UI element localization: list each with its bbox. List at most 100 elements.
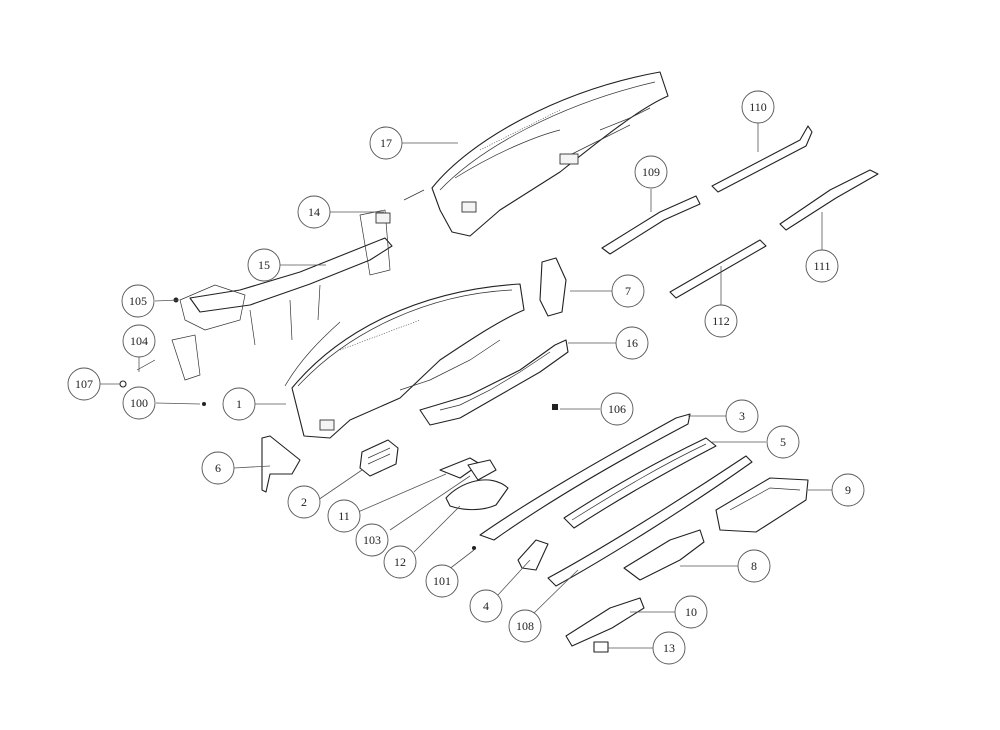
callout-number: 112 (712, 314, 730, 328)
part-4-small-trim (517, 539, 549, 571)
callout-circle (67, 367, 101, 401)
part-8-lower-bracket (623, 529, 705, 581)
part-10-lower-cover (565, 597, 645, 647)
callout-number: 4 (483, 599, 489, 613)
callout-circle (297, 195, 331, 229)
callout-circle (122, 386, 156, 420)
callout-circle (327, 499, 361, 533)
part-6-side-panel (261, 435, 301, 493)
callout-circle (355, 523, 389, 557)
callout-109: 109 (634, 155, 668, 189)
callout-circle (766, 425, 800, 459)
part-2-vent-assembly (359, 439, 399, 477)
callout-4: 4 (469, 589, 503, 623)
callout-number: 101 (433, 574, 451, 588)
callout-number: 100 (130, 396, 148, 410)
part-103-trim (467, 459, 497, 481)
callout-13: 13 (652, 631, 686, 665)
callout-circle (201, 451, 235, 485)
callout-6: 6 (201, 451, 235, 485)
callout-number: 12 (394, 555, 406, 569)
part-13-clip (593, 641, 609, 653)
callout-number: 14 (308, 205, 320, 219)
callout-107: 107 (67, 367, 101, 401)
callout-number: 111 (813, 259, 830, 273)
callout-101: 101 (425, 564, 459, 598)
part-5-decorative-panel (563, 437, 717, 529)
callout-circle (469, 589, 503, 623)
callout-15: 15 (247, 248, 281, 282)
callout-100: 100 (122, 386, 156, 420)
callout-number: 109 (642, 165, 660, 179)
callout-16: 16 (615, 326, 649, 360)
callout-number: 17 (380, 136, 392, 150)
callout-110: 110 (741, 90, 775, 124)
part-111-trim-strip (779, 169, 879, 231)
part-9-glovebox (715, 477, 809, 533)
callout-circle (674, 595, 708, 629)
callout-circle (287, 485, 321, 519)
callout-number: 105 (129, 294, 147, 308)
callout-circle (121, 284, 155, 318)
callout-circle (805, 249, 839, 283)
part-109-trim-strip (601, 195, 701, 255)
callout-number: 106 (608, 402, 626, 416)
callout-number: 104 (130, 334, 148, 348)
callout-112: 112 (704, 304, 738, 338)
callout-number: 107 (75, 377, 93, 391)
callout-number: 103 (363, 533, 381, 547)
callout-number: 8 (751, 559, 757, 573)
part-16-support-bracket (419, 339, 569, 426)
callout-106: 106 (600, 392, 634, 426)
callout-number: 7 (625, 284, 631, 298)
callout-number: 1 (236, 397, 242, 411)
callout-3: 3 (725, 399, 759, 433)
callout-111: 111 (805, 249, 839, 283)
part-108-lower-trim (547, 455, 753, 587)
callout-14: 14 (297, 195, 331, 229)
part-3-trim-strip (479, 413, 691, 541)
callout-circle (737, 549, 771, 583)
callout-number: 13 (663, 641, 675, 655)
callout-8: 8 (737, 549, 771, 583)
callout-11: 11 (327, 499, 361, 533)
callout-circle (425, 564, 459, 598)
callout-circle (383, 545, 417, 579)
callout-circle (222, 387, 256, 421)
callout-number: 10 (685, 605, 697, 619)
callout-circle (741, 90, 775, 124)
callout-5: 5 (766, 425, 800, 459)
callout-circle (600, 392, 634, 426)
callout-number: 2 (301, 495, 307, 509)
callout-10: 10 (674, 595, 708, 629)
leader-lines (100, 122, 832, 649)
callout-2: 2 (287, 485, 321, 519)
part-7-bracket (539, 257, 567, 317)
callout-circle (725, 399, 759, 433)
callout-circle (831, 473, 865, 507)
callout-circle (615, 326, 649, 360)
callout-17: 17 (369, 126, 403, 160)
part-15-cross-car-beam (171, 209, 393, 381)
callout-number: 3 (739, 409, 745, 423)
callout-number: 9 (845, 483, 851, 497)
callout-circle (247, 248, 281, 282)
callout-circle (611, 274, 645, 308)
callout-number: 110 (749, 100, 767, 114)
part-112-trim-strip (669, 239, 767, 299)
callout-7: 7 (611, 274, 645, 308)
callout-1: 1 (222, 387, 256, 421)
callout-circle (508, 609, 542, 643)
part-1-lower-instrument-panel (284, 283, 525, 439)
fasteners (119, 189, 558, 550)
callout-number: 15 (258, 258, 270, 272)
callout-105: 105 (121, 284, 155, 318)
callout-12: 12 (383, 545, 417, 579)
callout-number: 5 (780, 435, 786, 449)
callout-108: 108 (508, 609, 542, 643)
callout-number: 16 (626, 336, 638, 350)
callout-circle (704, 304, 738, 338)
part-12-knee-bolster (445, 479, 509, 511)
